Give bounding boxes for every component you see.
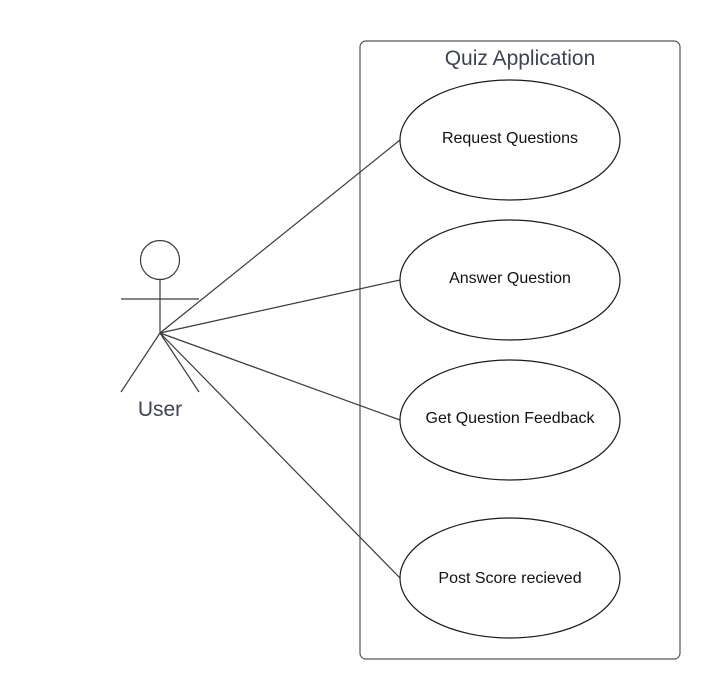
association-line-post-score [159,332,401,579]
use-case-ellipse [399,79,621,201]
use-case-label: Answer Question [449,270,571,287]
use-case-label: Post Score recieved [438,570,581,587]
actor-left-leg [120,332,161,393]
use-case-request-questions: Request Questions [399,79,621,201]
use-case-get-question-feedback: Get Question Feedback [399,359,621,481]
association-line-answer-question [159,279,401,334]
system-boundary: Quiz Application [359,40,681,660]
actor-head [139,239,181,281]
association-line-get-feedback [159,332,401,421]
use-case-ellipse [399,219,621,341]
use-case-post-score-recieved: Post Score recieved [399,517,621,639]
use-case-ellipse [399,359,621,481]
association-line-request-questions [159,139,401,334]
use-case-ellipse [399,517,621,639]
system-title: Quiz Application [445,47,596,70]
use-case-label: Request Questions [442,130,578,147]
use-case-answer-question: Answer Question [399,219,621,341]
actor-label: User [138,398,182,421]
actor-user: User [120,239,200,421]
use-case-label: Get Question Feedback [426,410,596,427]
actor-right-leg [159,332,200,393]
associations [159,139,401,579]
system-boundary-box [359,40,681,660]
